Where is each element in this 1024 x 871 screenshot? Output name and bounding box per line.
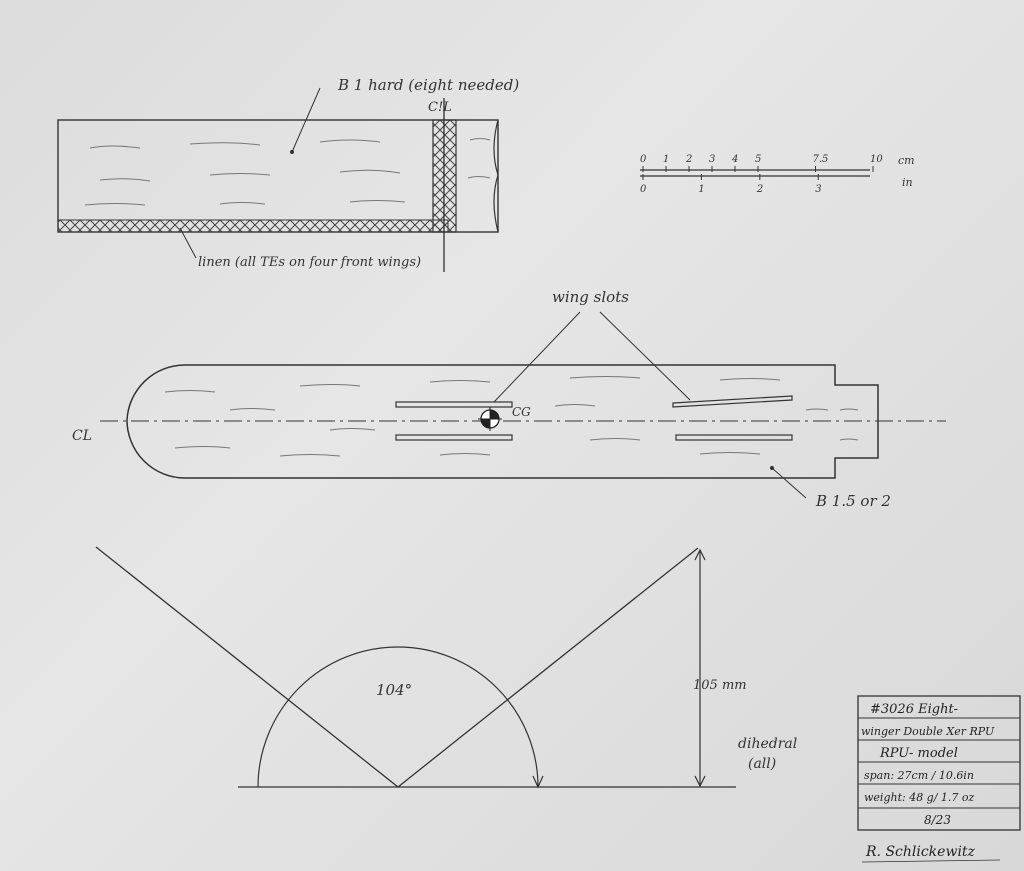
linen-note: linen (all TEs on four front wings) — [198, 255, 421, 270]
cm-tick-label: 0 — [640, 154, 647, 165]
cg-symbol — [478, 407, 502, 431]
fuselage-outline — [126, 364, 879, 479]
centerline-label: C!L — [428, 100, 452, 115]
cm-tick-label: 3 — [709, 154, 715, 165]
angle-arc — [257, 646, 539, 788]
wing-panel: B 1 hard (eight needed) C!L linen (all T… — [57, 76, 519, 272]
wood-grain — [84, 138, 491, 206]
in-unit: in — [902, 176, 913, 189]
wing-material-label: B 1 hard (eight needed) — [337, 76, 519, 94]
cm-tick-label: 1 — [663, 154, 669, 165]
cm-tick-label: 2 — [685, 154, 692, 165]
span-spec: span: 27cm / 10.6in — [864, 769, 974, 782]
dihedral-note-line2: (all) — [748, 756, 776, 772]
title-line2: winger Double Xer RPU — [861, 725, 995, 738]
fuselage-material-label: B 1.5 or 2 — [815, 492, 891, 510]
dihedral-diagram: 104° 105 mm dihedral (all) — [95, 546, 797, 789]
wing-slot-front-bottom — [395, 434, 513, 441]
in-tick-label: 1 — [698, 184, 704, 195]
cm-tick-label: 4 — [731, 154, 738, 165]
cm-ticks: 0 1 2 3 4 5 7.5 10 — [640, 154, 883, 172]
in-tick-label: 0 — [640, 184, 647, 195]
scale-bar: 0 1 2 3 4 5 7.5 10 0 1 2 3 cm in — [640, 154, 915, 195]
wing-slot-rear-bottom — [675, 434, 793, 441]
right-panel-line — [397, 547, 699, 788]
cg-label: CG — [512, 405, 531, 419]
date: 8/23 — [924, 813, 951, 827]
cm-tick-label: 10 — [870, 154, 883, 165]
wing-slots — [395, 395, 793, 441]
dihedral-note-line1: dihedral — [738, 736, 797, 752]
wing-panel-outline — [57, 119, 499, 233]
cl-label: CL — [72, 428, 92, 444]
in-tick-label: 2 — [756, 184, 763, 195]
title-block: #3026 Eight- winger Double Xer RPU RPU- … — [857, 695, 1021, 863]
title-line3: RPU- model — [879, 746, 958, 761]
cm-unit: cm — [898, 154, 915, 167]
fuselage: CL CG wing slots B 1.5 or 2 — [72, 288, 946, 510]
wing-slot-rear-top — [672, 395, 793, 408]
fuselage-grain — [164, 376, 859, 457]
wing-slots-label: wing slots — [552, 288, 629, 306]
weight-spec: weight: 48 g/ 1.7 oz — [864, 791, 975, 804]
angle-label: 104° — [376, 681, 412, 699]
cm-tick-label: 7.5 — [813, 154, 829, 165]
linen-strip — [57, 219, 449, 233]
title-line1: #3026 Eight- — [870, 702, 958, 717]
height-label: 105 mm — [693, 678, 747, 693]
cm-tick-label: 5 — [755, 154, 761, 165]
signature: R. Schlickewitz — [865, 844, 976, 860]
break-line — [493, 119, 499, 233]
in-tick-label: 3 — [815, 184, 821, 195]
wing-slot-front-top — [395, 401, 513, 408]
left-panel-line — [95, 546, 399, 788]
in-ticks: 0 1 2 3 — [640, 174, 822, 195]
